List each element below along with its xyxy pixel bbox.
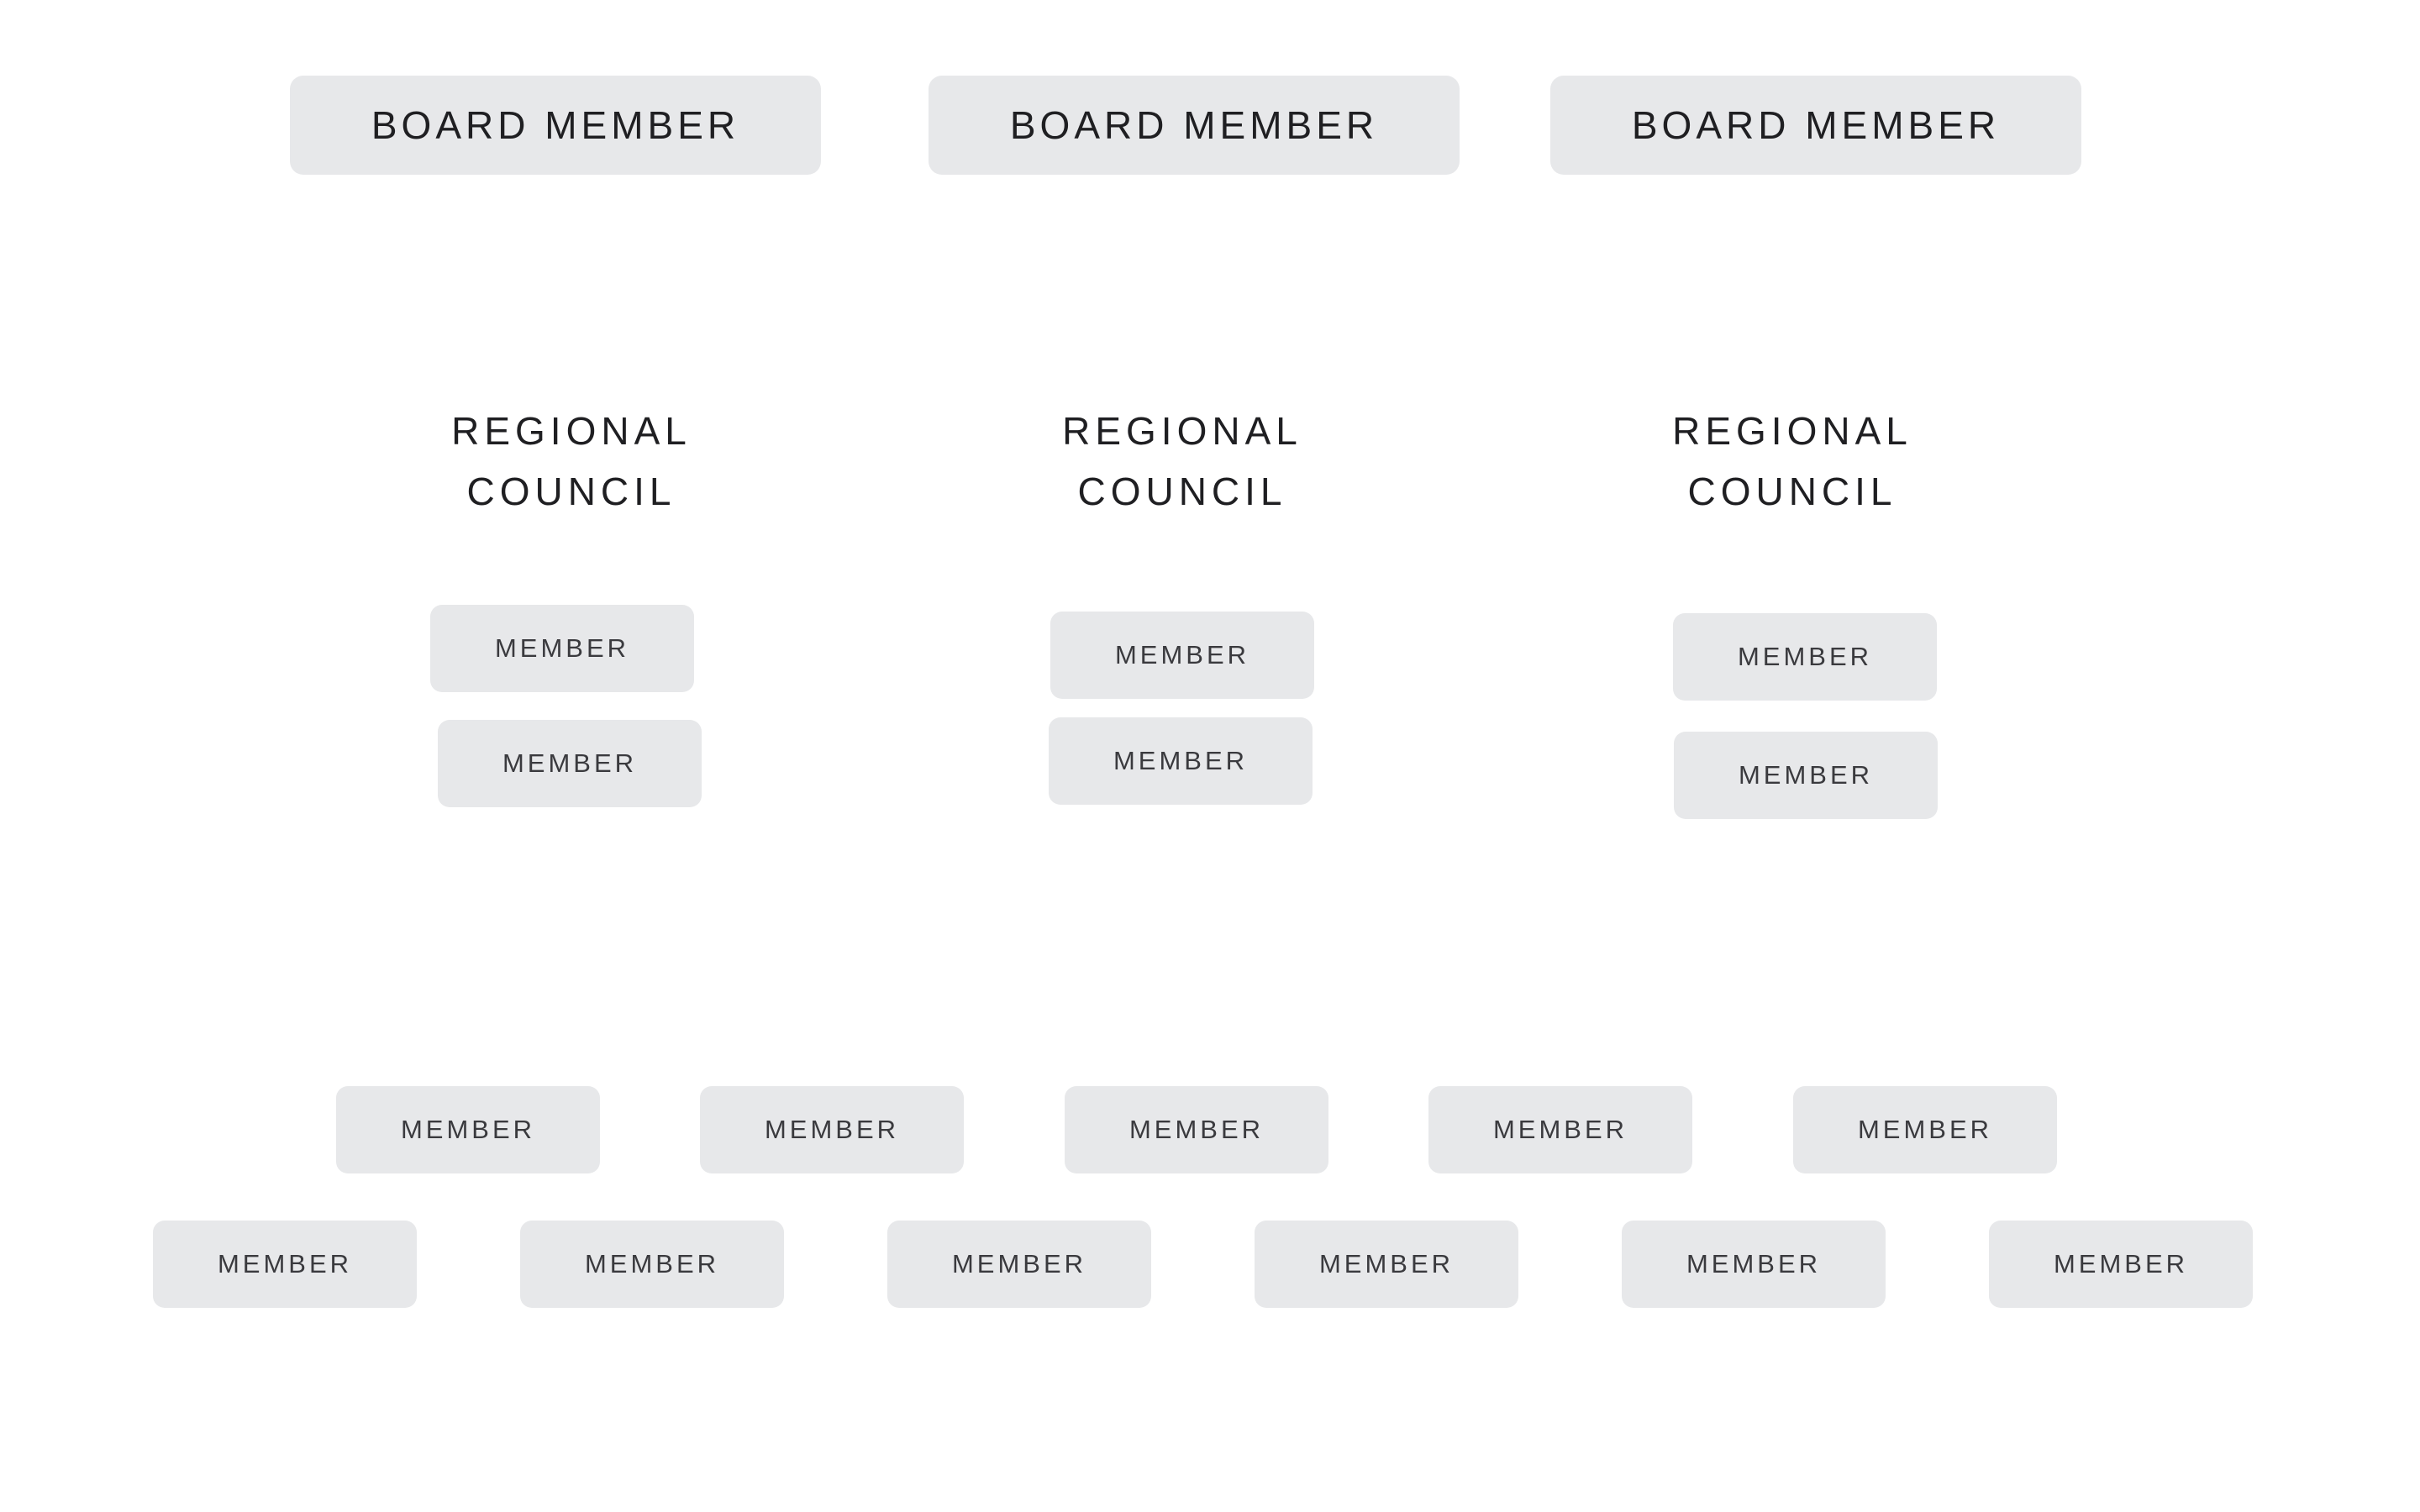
regional-council-1: REGIONAL COUNCIL: [378, 401, 765, 522]
member-row2-4: MEMBER: [1255, 1221, 1518, 1308]
council-3-member-1: MEMBER: [1673, 613, 1937, 701]
board-member-box-2: BOARD MEMBER: [929, 76, 1460, 175]
regional-council-3: REGIONAL COUNCIL: [1599, 401, 1986, 522]
council-title-line2: COUNCIL: [1077, 470, 1287, 513]
council-title-line1: REGIONAL: [1062, 409, 1302, 453]
regional-council-2: REGIONAL COUNCIL: [989, 401, 1376, 522]
council-title-line1: REGIONAL: [1672, 409, 1912, 453]
board-member-box-1: BOARD MEMBER: [290, 76, 821, 175]
member-row2-3: MEMBER: [887, 1221, 1151, 1308]
council-title-line2: COUNCIL: [466, 470, 676, 513]
member-row1-4: MEMBER: [1428, 1086, 1692, 1173]
council-title-line1: REGIONAL: [451, 409, 692, 453]
member-row2-5: MEMBER: [1622, 1221, 1886, 1308]
council-2-member-2: MEMBER: [1049, 717, 1313, 805]
council-title-line2: COUNCIL: [1687, 470, 1897, 513]
member-row1-5: MEMBER: [1793, 1086, 2057, 1173]
member-row2-6: MEMBER: [1989, 1221, 2253, 1308]
member-row1-3: MEMBER: [1065, 1086, 1328, 1173]
member-row2-1: MEMBER: [153, 1221, 417, 1308]
council-1-member-1: MEMBER: [430, 605, 694, 692]
council-3-member-2: MEMBER: [1674, 732, 1938, 819]
member-row1-2: MEMBER: [700, 1086, 964, 1173]
council-1-member-2: MEMBER: [438, 720, 702, 807]
council-2-member-1: MEMBER: [1050, 612, 1314, 699]
member-row2-2: MEMBER: [520, 1221, 784, 1308]
member-row1-1: MEMBER: [336, 1086, 600, 1173]
board-member-box-3: BOARD MEMBER: [1550, 76, 2081, 175]
